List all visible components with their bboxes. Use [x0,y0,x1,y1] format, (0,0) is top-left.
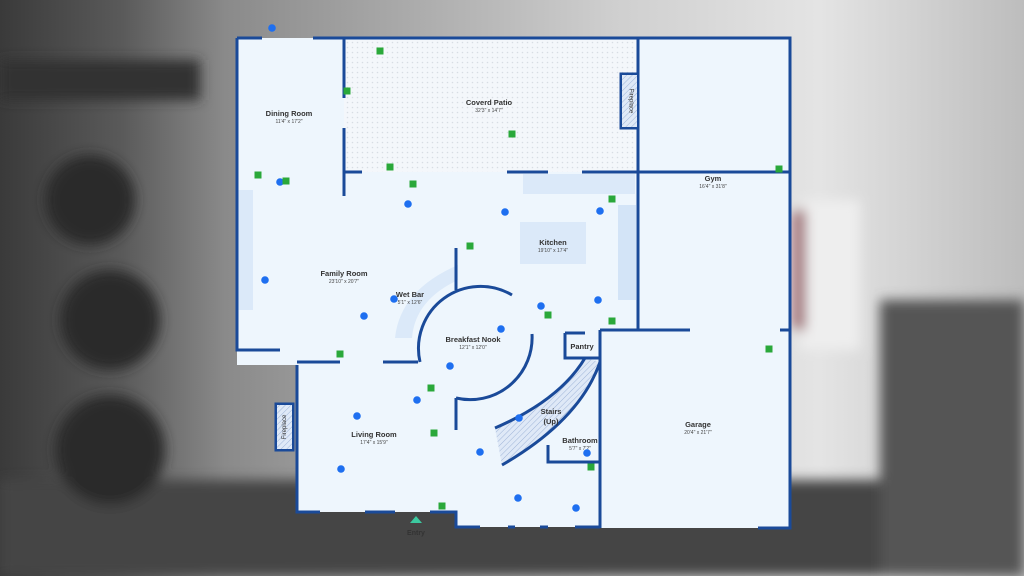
panorama-marker[interactable] [360,312,368,320]
panorama-marker[interactable] [446,362,454,370]
photo-marker[interactable] [343,87,351,95]
photo-marker[interactable] [775,165,783,173]
room-stairs[interactable]: Stairs(Up) [541,407,562,426]
room-name: Breakfast Nook [445,335,501,344]
panorama-marker[interactable] [537,302,545,310]
room-name: Garage [685,420,711,429]
room-name: Stairs [541,407,562,416]
room-dimensions: 16'4" x 31'8" [699,184,727,190]
room-name: Dining Room [266,109,313,118]
photo-marker[interactable] [438,502,446,510]
panorama-marker[interactable] [501,208,509,216]
photo-marker[interactable] [254,171,262,179]
walls [235,36,792,530]
panorama-marker[interactable] [497,325,505,333]
panorama-marker[interactable] [353,412,361,420]
room-dimensions: 17'4" x 15'9" [360,440,388,446]
fireplace-label: Fireplace [282,414,288,439]
photo-marker[interactable] [427,384,435,392]
photo-marker[interactable] [765,345,773,353]
panorama-marker[interactable] [404,200,412,208]
room-name: Pantry [570,342,594,351]
entry-arrow-icon[interactable] [410,516,422,523]
photo-marker[interactable] [376,47,384,55]
room-dimensions: 20'4" x 21'7" [684,430,712,436]
panorama-marker[interactable] [390,295,398,303]
panorama-marker[interactable] [276,178,284,186]
photo-marker[interactable] [544,311,552,319]
photo-marker[interactable] [466,242,474,250]
room-name: Gym [705,174,722,183]
room-dimensions: 5'1" x 12'6" [398,300,423,306]
room-name: Family Room [320,269,367,278]
photo-marker[interactable] [508,130,516,138]
fireplace-label: Fireplace [628,89,634,114]
panorama-marker[interactable] [261,276,269,284]
panorama-marker[interactable] [572,504,580,512]
photo-marker[interactable] [409,180,417,188]
room-name: Coverd Patio [466,98,513,107]
photo-marker[interactable] [608,195,616,203]
panorama-marker[interactable] [514,494,522,502]
photo-marker[interactable] [608,317,616,325]
panorama-marker[interactable] [337,465,345,473]
floor [237,38,790,528]
room-dimensions: (Up) [544,417,559,426]
fireplaces: Fireplace Fireplace [277,75,637,449]
room-name: Living Room [351,430,397,439]
room-dimensions: 19'10" x 17'4" [538,248,568,254]
room-dimensions: 32'3" x 14'7" [475,108,503,114]
room-name: Kitchen [539,238,567,247]
photo-marker[interactable] [587,463,595,471]
room-name: Wet Bar [396,290,424,299]
entry-label: Entry [407,530,425,537]
room-dimensions: 11'4" x 17'2" [275,119,302,125]
photo-marker[interactable] [282,177,290,185]
panorama-marker[interactable] [594,296,602,304]
room-dimensions: 5'7" x 7'2" [569,446,591,452]
photo-marker[interactable] [430,429,438,437]
panorama-marker[interactable] [268,24,276,32]
room-dimensions: 12'1" x 12'0" [459,345,487,351]
photo-marker[interactable] [336,350,344,358]
panorama-marker[interactable] [596,207,604,215]
entry-marker[interactable]: Entry [407,516,425,537]
panorama-marker[interactable] [515,414,523,422]
room-pantry[interactable]: Pantry [570,342,594,351]
panorama-marker[interactable] [413,396,421,404]
panorama-marker[interactable] [476,448,484,456]
panorama-marker[interactable] [583,449,591,457]
photo-marker[interactable] [386,163,394,171]
room-name: Bathroom [562,436,598,445]
room-dimensions: 23'10" x 20'7" [329,279,359,285]
